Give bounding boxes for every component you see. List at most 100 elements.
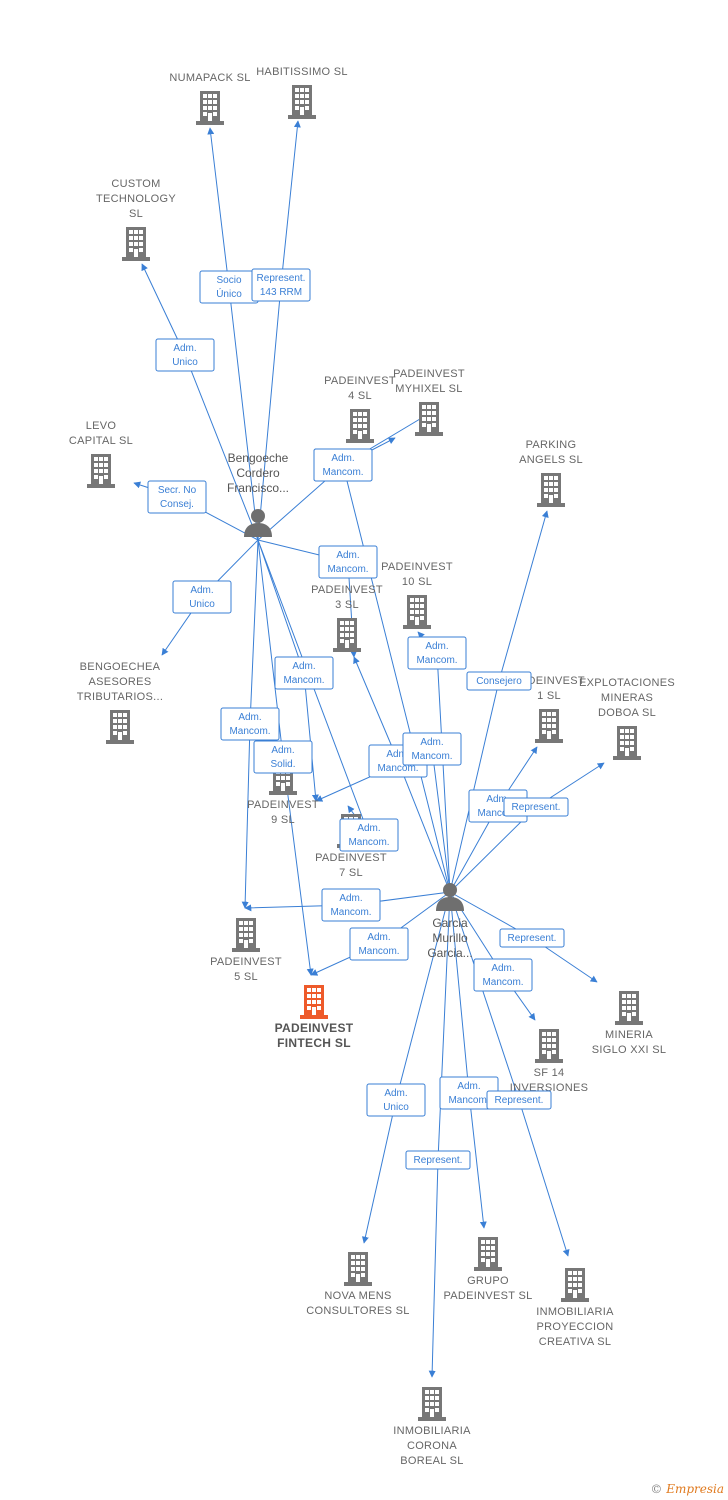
edge-label-box xyxy=(220,707,280,741)
company-numapack[interactable]: NUMAPACK SL xyxy=(169,72,250,125)
edge-label-text: Adm. xyxy=(190,585,213,596)
edge-label-text: Adm. xyxy=(420,737,443,748)
edge-label-text: Consejero xyxy=(476,676,522,687)
edge-label-text: Represent. xyxy=(414,1155,463,1166)
building-icon xyxy=(615,991,643,1025)
edge-label[interactable]: Adm.Mancom. xyxy=(407,636,467,670)
person-p1[interactable]: BengoecheCorderoFrancisco... xyxy=(227,451,289,537)
edge-label[interactable]: Adm.Unico xyxy=(366,1083,426,1117)
building-icon xyxy=(418,1387,446,1421)
company-name: FINTECH SL xyxy=(277,1036,351,1050)
footer-brand[interactable]: © Empresia xyxy=(650,1482,724,1496)
company-name: ASESORES xyxy=(89,676,152,688)
edge-label-box xyxy=(253,740,313,774)
edge-label-box xyxy=(349,927,409,961)
person-name: Garcia... xyxy=(427,946,472,960)
company-name: MYHIXEL SL xyxy=(395,383,462,395)
edge-label-text: Represent. xyxy=(508,933,557,944)
company-corona[interactable]: INMOBILIARIA CORONA BOREAL SL xyxy=(393,1387,471,1467)
edge-label-text: Represent. xyxy=(257,273,306,284)
company-name: CORONA xyxy=(407,1440,457,1452)
edge-label-text: Adm. xyxy=(386,749,409,760)
company-name: LEVO xyxy=(86,420,117,432)
edge-label-box xyxy=(251,268,311,302)
edge-label-text: Mancom. xyxy=(411,751,452,762)
edge-label-text: 143 RRM xyxy=(260,287,302,298)
edge-label[interactable]: Represent. 143 RRM xyxy=(251,268,311,302)
company-pi4[interactable]: PADEINVEST 4 SL xyxy=(324,375,396,443)
edge-label[interactable]: Represent. xyxy=(499,928,565,948)
edge-label[interactable]: Adm.Mancom. xyxy=(274,656,334,690)
building-icon xyxy=(87,454,115,488)
company-name: INMOBILIARIA xyxy=(393,1425,471,1437)
building-icon xyxy=(537,473,565,507)
company-name: PADEINVEST xyxy=(210,956,282,968)
edge-label[interactable]: Adm. Mancom. xyxy=(402,732,462,766)
edge-label-text: Adm. xyxy=(173,343,196,354)
person-name: Francisco... xyxy=(227,481,289,495)
company-name: BOREAL SL xyxy=(400,1455,463,1467)
empresia-logo: Empresia xyxy=(666,1482,724,1496)
edge-label-box xyxy=(466,671,532,691)
edge-label-box xyxy=(366,1083,426,1117)
company-name: GRUPO xyxy=(467,1275,509,1287)
company-name: 4 SL xyxy=(348,390,372,402)
edge-label-text: Mancom. xyxy=(322,467,363,478)
edge-label[interactable]: Adm.Unico xyxy=(172,580,232,614)
edge-label[interactable]: Consejero xyxy=(466,671,532,691)
edge-label[interactable]: Adm.Mancom. xyxy=(349,927,409,961)
edge-label-box xyxy=(339,818,399,852)
edge-label[interactable]: Adm.Mancom. xyxy=(321,888,381,922)
company-name: 9 SL xyxy=(271,814,295,826)
edge-label[interactable]: Adm.Mancom. xyxy=(473,958,533,992)
copyright-symbol: © xyxy=(650,1482,663,1496)
edge-label[interactable]: Adm. Mancom. xyxy=(313,448,373,482)
edge-label[interactable]: Adm.Solid. xyxy=(253,740,313,774)
edge-label[interactable]: Adm.Mancom. xyxy=(339,818,399,852)
company-name: PADEINVEST xyxy=(324,375,396,387)
edge-label[interactable]: Represent. xyxy=(486,1090,552,1110)
edge-label[interactable]: Adm.Mancom. xyxy=(220,707,280,741)
edge-p2-explot xyxy=(449,762,605,893)
company-name: PADEINVEST xyxy=(311,584,383,596)
edge-label[interactable]: Adm.Unico xyxy=(155,338,215,372)
company-name: PROYECCION xyxy=(537,1321,614,1333)
company-bengoechea[interactable]: BENGOECHEAASESORESTRIBUTARIOS... xyxy=(77,661,164,744)
company-name: HABITISSIMO SL xyxy=(256,66,348,78)
edge-label-text: Adm. xyxy=(331,453,354,464)
edge-label[interactable]: Represent. xyxy=(405,1150,471,1170)
company-name: BENGOECHEA xyxy=(80,661,161,673)
edge-label-text: Solid. xyxy=(270,759,295,770)
company-name: INMOBILIARIA xyxy=(536,1306,614,1318)
company-habitissimo[interactable]: HABITISSIMO SL xyxy=(256,66,348,119)
edge-label[interactable]: Represent. xyxy=(503,797,569,817)
company-name: PADEINVEST xyxy=(315,852,387,864)
building-icon xyxy=(535,709,563,743)
edge-label-text: Adm. xyxy=(357,823,380,834)
person-p2[interactable]: GarciaMurilloGarcia... xyxy=(427,883,473,960)
edge-label-text: Consej. xyxy=(160,499,194,510)
edge-label[interactable]: Adm.Mancom. xyxy=(318,545,378,579)
edge-label-text: Mancom. xyxy=(229,726,270,737)
company-name: NOVA MENS xyxy=(324,1290,391,1302)
edge-label-box xyxy=(405,1150,471,1170)
